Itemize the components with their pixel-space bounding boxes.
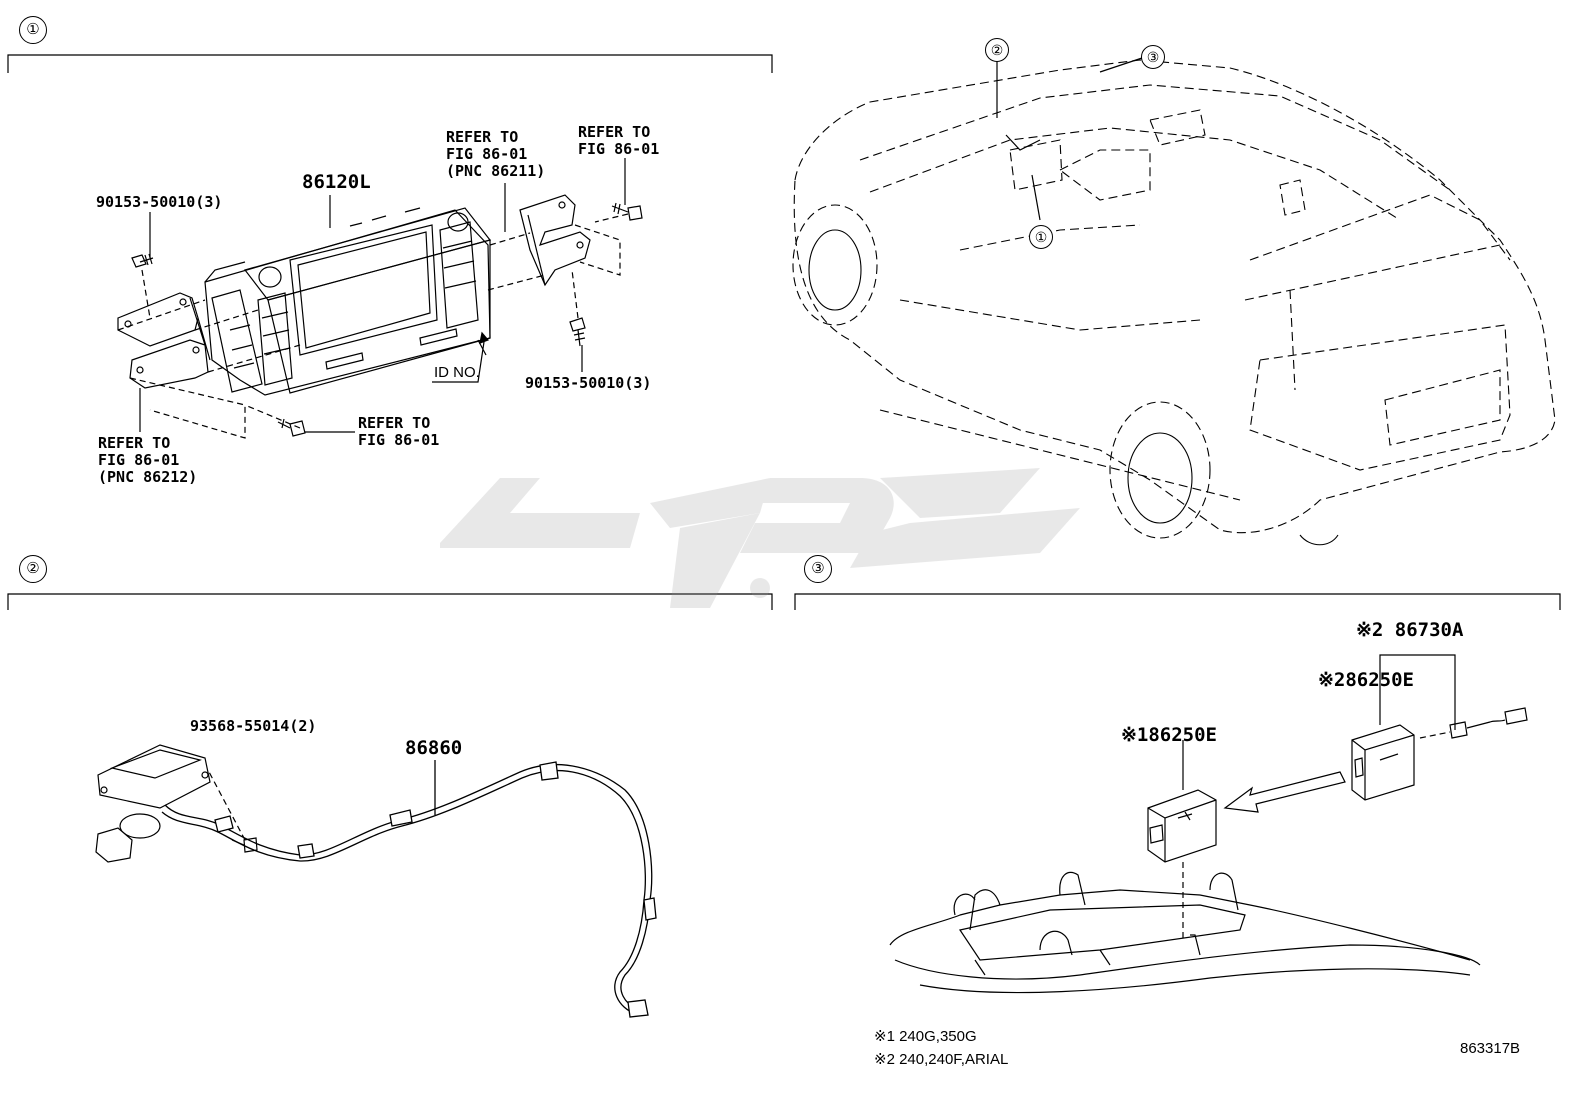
refer-top-line1: REFER TO xyxy=(446,128,519,146)
car-callout-3: ③ xyxy=(1141,45,1165,69)
section-3-number: ③ xyxy=(804,555,832,583)
bracket-86730A xyxy=(1379,654,1456,730)
footnote-2: ※2 240,240F,ARIAL xyxy=(874,1051,1009,1068)
roof-console xyxy=(889,871,1481,994)
refer-topright-line1: REFER TO xyxy=(578,123,651,141)
car-callout-1: ① xyxy=(1029,225,1053,249)
assembly-lines-1 xyxy=(117,213,629,439)
car-callout-2: ② xyxy=(985,38,1009,62)
bolt-left-label: 90153-50010(3) xyxy=(96,193,223,211)
section-3-frame xyxy=(794,593,1561,610)
watermark-logo xyxy=(440,468,1080,608)
refer-top-line3: (PNC 86211) xyxy=(446,162,546,180)
section-2-frame xyxy=(7,593,773,610)
bracket-left xyxy=(117,292,211,389)
section-2-number: ② xyxy=(19,555,47,583)
replacement-arrow xyxy=(1223,771,1346,813)
antenna-cable-connector xyxy=(1419,707,1528,739)
section-1-number: ① xyxy=(19,16,47,44)
antenna-module-high xyxy=(1351,690,1415,801)
display-unit-drawing xyxy=(204,207,492,396)
harness-cable xyxy=(161,760,657,1018)
section-1-frame xyxy=(7,54,773,73)
vehicle-outline xyxy=(793,59,1556,534)
screw-top-right-icon xyxy=(611,202,643,221)
vehicle-wheels xyxy=(792,204,1339,546)
part-86730A-label: ※2 86730A xyxy=(1356,619,1464,641)
refer-screw-line1: REFER TO xyxy=(358,414,431,432)
footnote-1: ※1 240G,350G xyxy=(874,1028,977,1045)
refer-bottomleft-line2: FIG 86-01 xyxy=(98,451,180,469)
part-86250E-low-label: ※186250E xyxy=(1121,724,1217,746)
refer-screw-line2: FIG 86-01 xyxy=(358,431,440,449)
screw-bottom-icon xyxy=(277,418,306,437)
vehicle-callout-lines xyxy=(996,57,1143,221)
bracket-right xyxy=(519,194,591,287)
harness-part-number: 86860 xyxy=(405,737,463,759)
antenna-module-low xyxy=(1147,740,1217,940)
refer-bottomleft-line1: REFER TO xyxy=(98,434,171,452)
refer-topright-line2: FIG 86-01 xyxy=(578,140,660,158)
antenna-amplifier xyxy=(95,744,211,863)
refer-top-line2: FIG 86-01 xyxy=(446,145,528,163)
id-number-label: ID NO. xyxy=(434,364,480,381)
part-number-display: 86120L xyxy=(302,171,371,193)
bolt-right-bottom-icon xyxy=(569,317,586,347)
part-86250E-high-label: ※286250E xyxy=(1318,669,1414,691)
screw-label: 93568-55014(2) xyxy=(190,717,317,735)
diagram-code: 863317B xyxy=(1460,1040,1521,1057)
refer-bottomleft-line3: (PNC 86212) xyxy=(98,468,198,486)
leaders-1 xyxy=(139,158,626,433)
bolt-right-label: 90153-50010(3) xyxy=(525,374,652,392)
